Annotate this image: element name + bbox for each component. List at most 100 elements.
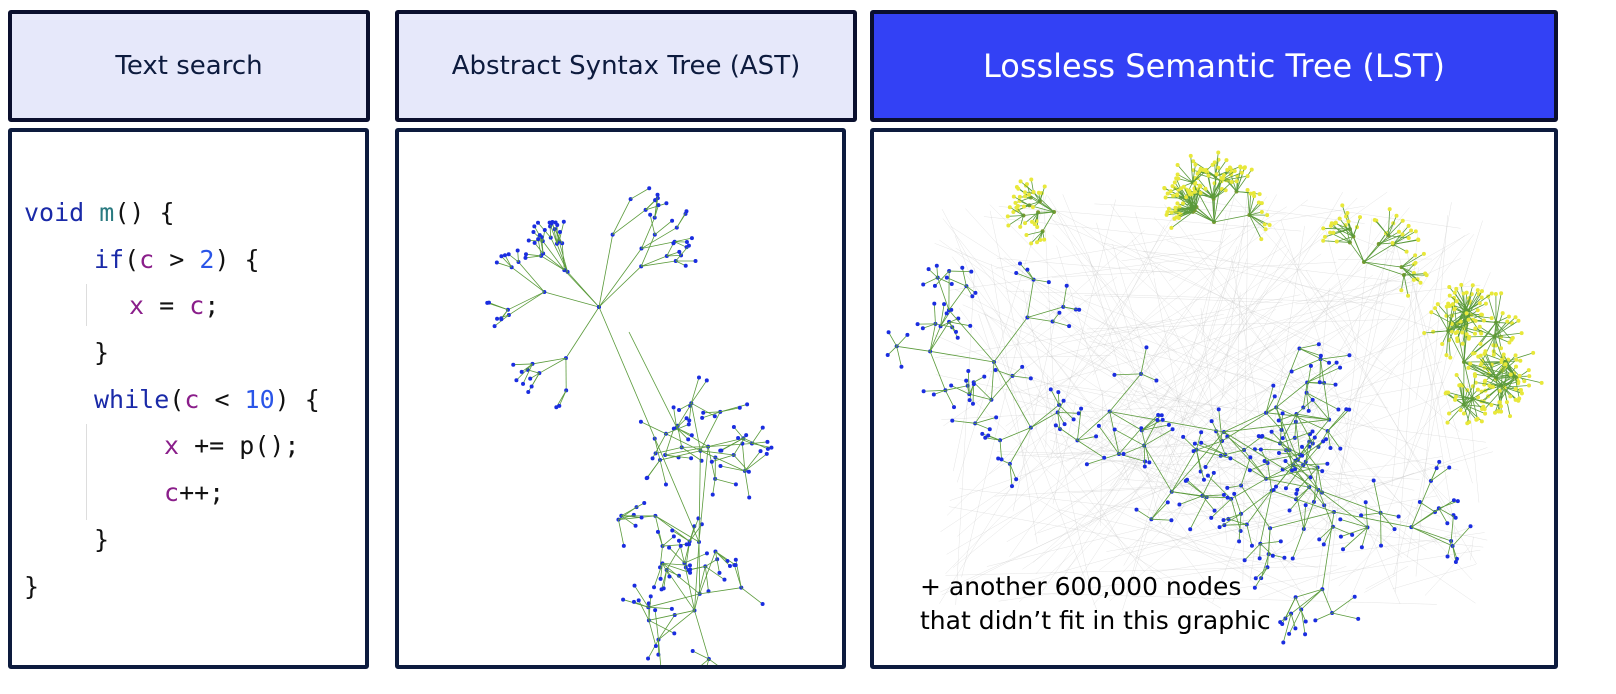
- tree-edge: [612, 209, 646, 235]
- tree-node: [701, 410, 706, 415]
- tree-node: [1445, 420, 1450, 425]
- code-line: while(c < 10) {: [24, 377, 320, 424]
- tree-node: [1290, 468, 1295, 473]
- tree-node: [944, 275, 949, 280]
- tree-edge: [1246, 524, 1253, 546]
- tree-node: [1276, 450, 1281, 455]
- tree-edge: [1183, 186, 1196, 211]
- tree-edge: [1495, 359, 1517, 378]
- tree-node: [1392, 527, 1397, 532]
- tree-edge: [952, 420, 976, 424]
- tree-edge: [896, 346, 902, 367]
- tree-node: [1209, 515, 1214, 520]
- tree-edge: [1495, 377, 1516, 390]
- tree-edge: [1012, 375, 1031, 379]
- tree-edge: [1353, 236, 1365, 263]
- tree-node: [1499, 291, 1504, 296]
- tree-edge: [666, 243, 674, 257]
- tree-node: [1460, 330, 1465, 335]
- tree-edge: [1411, 507, 1440, 528]
- tree-edge: [701, 658, 710, 665]
- tree-node: [684, 209, 689, 214]
- tree-edge: [694, 541, 700, 611]
- tree-edge: [542, 253, 565, 271]
- tree-edge: [1305, 434, 1311, 462]
- tree-node: [745, 402, 750, 407]
- tree-node: [1121, 452, 1126, 457]
- background-edge: [1052, 400, 1077, 504]
- tree-node: [1287, 631, 1292, 636]
- tree-node: [1216, 407, 1221, 412]
- tree-edge: [1455, 398, 1473, 401]
- tree-edge: [1373, 480, 1381, 513]
- tree-edge: [988, 435, 1001, 441]
- tree-node: [521, 381, 526, 386]
- tree-edge: [1140, 373, 1157, 381]
- tree-node: [1057, 310, 1062, 315]
- tree-edge: [698, 541, 701, 594]
- tree-node: [1290, 556, 1295, 561]
- tree-edge: [1220, 449, 1245, 457]
- tree-edge: [564, 269, 600, 308]
- tree-edge: [1494, 320, 1519, 337]
- tree-edge: [1143, 445, 1173, 492]
- tree-node: [1198, 191, 1203, 196]
- tree-node: [671, 241, 676, 246]
- background-edge: [1035, 200, 1345, 361]
- tree-node: [1504, 400, 1509, 405]
- tree-edge: [1254, 567, 1268, 588]
- tree-node: [1336, 407, 1341, 412]
- background-edge: [1248, 472, 1415, 532]
- tree-node: [696, 375, 701, 380]
- background-edge: [1105, 197, 1358, 455]
- tree-edge: [676, 427, 709, 447]
- background-edge: [1008, 380, 1276, 560]
- tree-edge: [1196, 432, 1202, 450]
- tree-edge: [1275, 348, 1300, 408]
- tree-edge: [511, 266, 545, 293]
- ast-graph: [485, 186, 774, 665]
- tree-edge: [1463, 293, 1466, 314]
- background-edge: [953, 384, 972, 472]
- tree-node: [1026, 192, 1031, 197]
- tree-node: [1007, 205, 1012, 210]
- tree-node: [686, 437, 691, 442]
- tree-node: [1170, 427, 1175, 432]
- tree-node: [536, 220, 541, 225]
- tree-edge: [1378, 233, 1403, 245]
- tree-edge: [690, 403, 701, 451]
- tree-node: [1144, 345, 1149, 350]
- tree-edge: [1009, 463, 1017, 480]
- tree-edge: [1249, 214, 1266, 230]
- tree-node: [1475, 308, 1480, 313]
- tree-node: [1197, 183, 1202, 188]
- tree-edge: [1271, 490, 1335, 513]
- tree-node: [1278, 539, 1283, 544]
- background-edge: [1406, 265, 1473, 484]
- tree-node: [549, 221, 554, 226]
- tree-edge: [1178, 178, 1193, 183]
- tree-edge: [1499, 376, 1516, 392]
- tree-node: [1527, 383, 1532, 388]
- tree-node: [1079, 406, 1084, 411]
- tree-node: [526, 389, 531, 394]
- tree-node: [950, 418, 955, 423]
- background-edge: [1365, 566, 1409, 590]
- tree-node: [1359, 545, 1364, 550]
- background-edge: [1005, 199, 1308, 427]
- tree-edge: [1057, 412, 1065, 425]
- tree-edge: [1260, 540, 1281, 545]
- tree-node: [659, 587, 664, 592]
- tree-node: [1323, 234, 1328, 239]
- tree-edge: [1213, 191, 1237, 223]
- tree-edge: [689, 524, 703, 542]
- tree-edge: [662, 562, 690, 566]
- tree-edge: [1109, 411, 1225, 433]
- tree-edge: [1240, 457, 1251, 486]
- background-edge: [1121, 250, 1203, 262]
- tree-edge: [674, 241, 687, 248]
- tree-edge: [1303, 489, 1319, 530]
- code-token: void: [24, 198, 85, 227]
- tree-edge: [598, 266, 642, 308]
- tree-edge: [654, 610, 659, 640]
